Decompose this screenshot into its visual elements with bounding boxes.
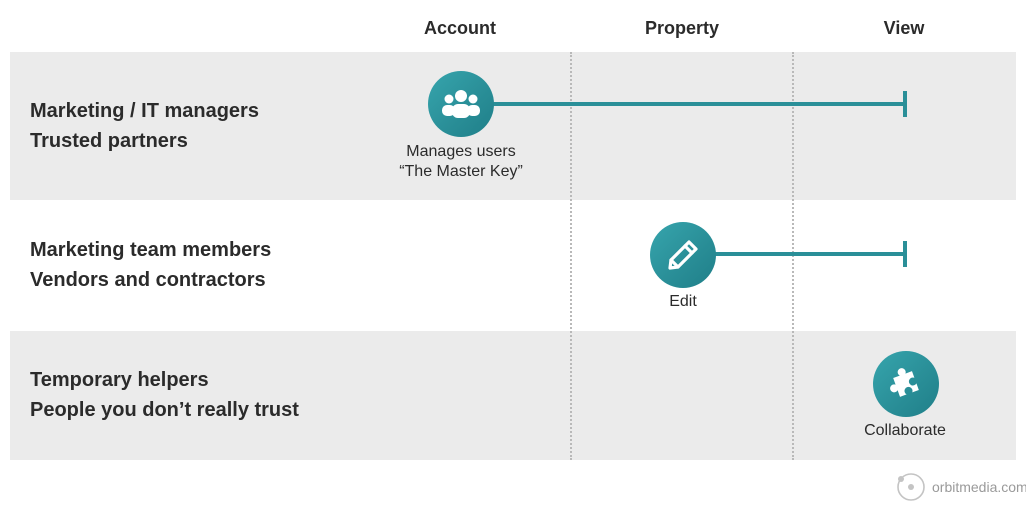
row-2-line-2: Vendors and contractors <box>30 269 266 291</box>
row-3-label: Temporary helpers People you don’t reall… <box>30 365 299 425</box>
column-header-account: Account <box>424 18 496 38</box>
row-2-caption: Edit <box>573 292 793 312</box>
row-1-line-1: Marketing / IT managers <box>30 100 259 122</box>
access-bar-account <box>480 102 906 106</box>
row-3-line-2: People you don’t really trust <box>30 399 299 421</box>
row-1-line-2: Trusted partners <box>30 130 188 152</box>
row-1-caption: Manages users “The Master Key” <box>351 142 571 182</box>
row-1-label: Marketing / IT managers Trusted partners <box>30 96 259 156</box>
row-1-caption-line-2: “The Master Key” <box>399 163 523 180</box>
column-header-view: View <box>883 18 925 38</box>
row-3-caption: Collaborate <box>795 421 1015 441</box>
brand-text: orbitmedia.com <box>932 479 1026 495</box>
access-bar-property-end <box>903 241 907 267</box>
row-1-caption-line-1: Manages users <box>406 143 516 160</box>
brand-logo: orbitmedia.com <box>896 472 1026 502</box>
row-3-line-1: Temporary helpers <box>30 369 209 391</box>
orbit-icon <box>897 473 925 501</box>
row-band-1 <box>10 52 1016 200</box>
divider-property-view <box>792 52 794 460</box>
row-band-3 <box>10 331 1016 460</box>
row-2-label: Marketing team members Vendors and contr… <box>30 235 271 295</box>
access-bar-account-end <box>903 91 907 117</box>
column-header-property: Property <box>644 18 720 38</box>
users-icon <box>428 71 494 137</box>
row-2-line-1: Marketing team members <box>30 239 272 261</box>
row-3-caption-line-1: Collaborate <box>864 422 946 439</box>
puzzle-piece-icon <box>873 351 939 417</box>
access-bar-property <box>700 252 906 256</box>
row-2-caption-line-1: Edit <box>669 293 697 310</box>
pencil-icon <box>650 222 716 288</box>
divider-account-property <box>570 52 572 460</box>
